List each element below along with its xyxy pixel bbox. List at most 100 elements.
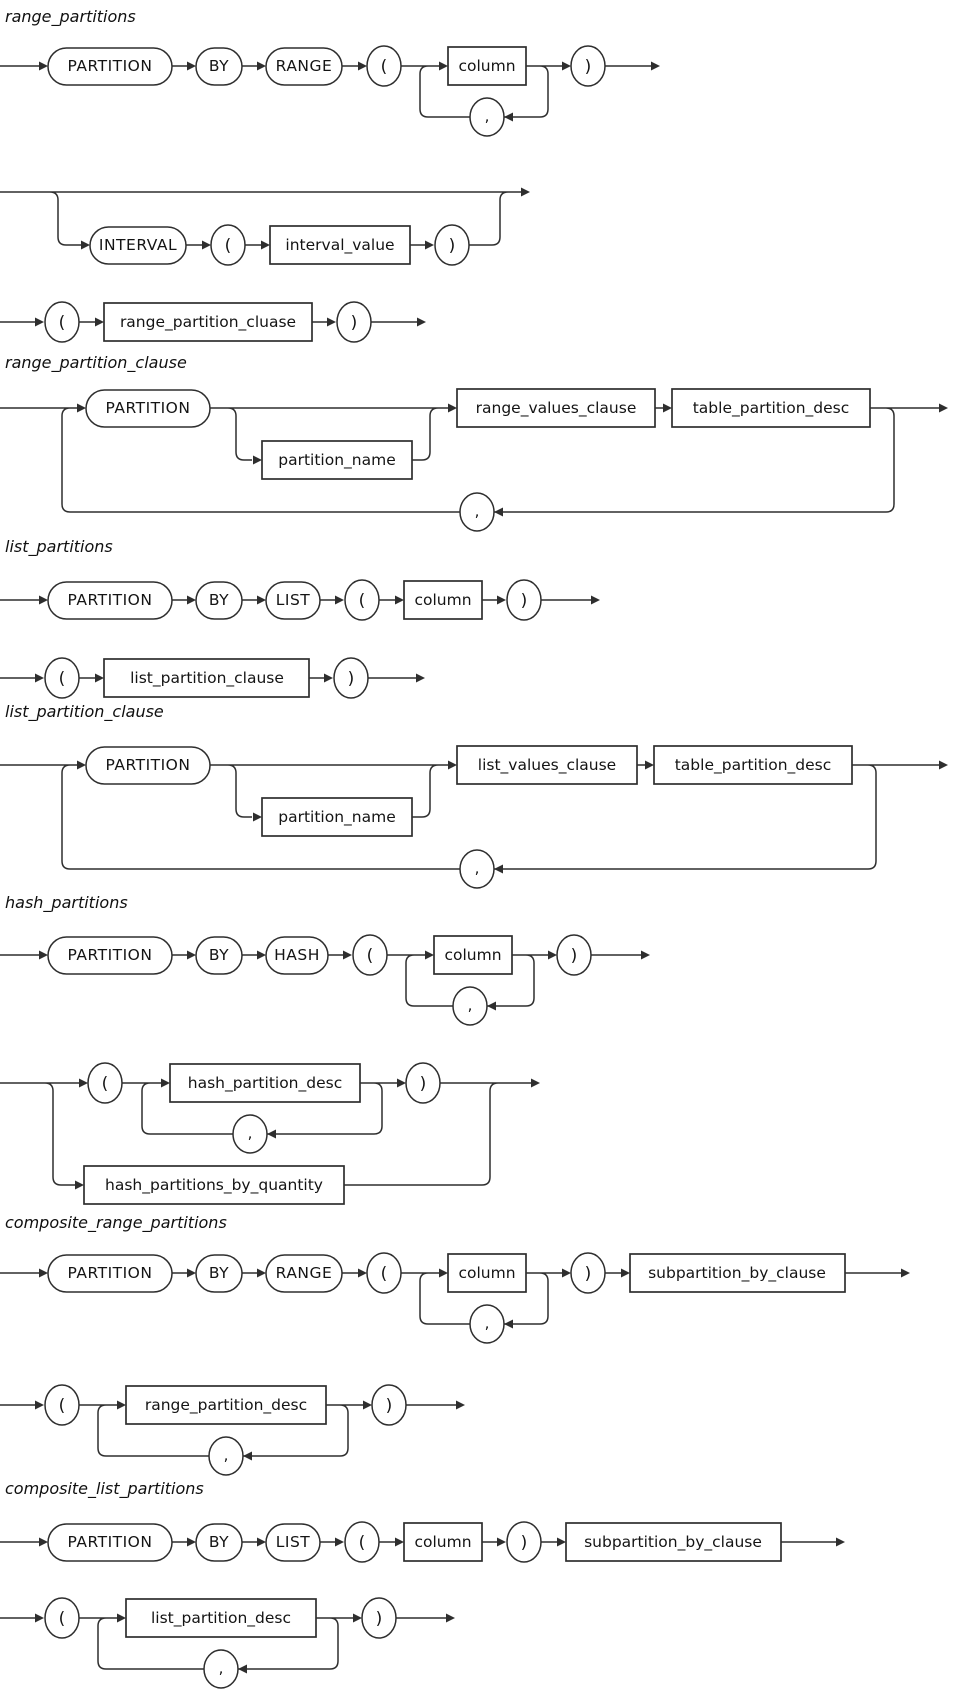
- railroad-lines: [0, 65, 651, 323]
- paren-close-circle: [570, 45, 606, 87]
- nonterminal-list-values-clause-label: list_values_clause: [478, 756, 616, 775]
- terminal-partition: [85, 389, 211, 428]
- terminal-partition-label: PARTITION: [68, 57, 153, 75]
- nonterminal-list-partition-clause: [103, 658, 310, 698]
- paren-close-label: ): [585, 1264, 592, 1284]
- nonterminal-column: [403, 580, 483, 620]
- terminal-by-label: BY: [209, 1264, 229, 1282]
- nonterminal-subpartition-by-clause: [629, 1253, 846, 1293]
- nonterminal-list-partition-desc-label: list_partition_desc: [151, 1609, 291, 1628]
- terminal-hash-label: HASH: [274, 946, 320, 964]
- railroad-lines: [0, 407, 939, 513]
- paren-open-circle: [352, 934, 388, 976]
- paren-open-circle: [344, 1521, 380, 1563]
- paren-close-label: ): [521, 1533, 528, 1553]
- nonterminal-partition-name-label: partition_name: [278, 808, 396, 827]
- nonterminal-range-values-clause-label: range_values_clause: [476, 399, 637, 418]
- terminal-partition-label: PARTITION: [68, 1533, 153, 1551]
- nonterminal-column: [433, 935, 513, 975]
- section-title-list-partitions: list_partitions: [5, 537, 113, 557]
- nonterminal-table-partition-desc: [671, 388, 871, 428]
- paren-close-circle: [405, 1062, 441, 1104]
- paren-close-label: ): [585, 57, 592, 77]
- paren-open-circle: [44, 1597, 80, 1639]
- section-title-hash-partitions: hash_partitions: [5, 893, 128, 913]
- terminal-partition-label: PARTITION: [68, 591, 153, 609]
- comma-loop-circle: [459, 849, 495, 889]
- comma-label: ,: [485, 1314, 490, 1332]
- terminal-hash: [265, 936, 329, 975]
- paren-open-circle: [344, 579, 380, 621]
- terminal-partition: [47, 1523, 173, 1562]
- terminal-range-label: RANGE: [276, 57, 333, 75]
- nonterminal-range-partition-desc: [125, 1385, 327, 1425]
- comma-loop-circle: [452, 986, 488, 1026]
- nonterminal-interval-value: [269, 225, 411, 265]
- terminal-partition: [47, 1254, 173, 1293]
- section-title-list-partition-clause: list_partition_clause: [5, 702, 164, 722]
- nonterminal-hash-partitions-by-quantity-label: hash_partitions_by_quantity: [105, 1176, 323, 1195]
- terminal-list: [265, 581, 321, 620]
- paren-open-label: (: [367, 946, 374, 966]
- railroad-lines: [0, 954, 641, 1186]
- terminal-partition: [85, 746, 211, 785]
- paren-close-label: ): [348, 669, 355, 689]
- diagram-composite-list-partitions: composite_list_partitions PARTITION BY L…: [0, 1479, 845, 1689]
- comma-loop-circle: [469, 97, 505, 137]
- terminal-partition: [47, 936, 173, 975]
- section-title-range-partitions: range_partitions: [5, 7, 136, 27]
- nonterminal-range-partition-desc-label: range_partition_desc: [145, 1396, 307, 1415]
- terminal-by-label: BY: [209, 591, 229, 609]
- terminal-partition-label: PARTITION: [106, 756, 191, 774]
- comma-label: ,: [224, 1446, 229, 1464]
- terminal-interval-label: INTERVAL: [99, 236, 177, 254]
- paren-open-circle: [44, 1384, 80, 1426]
- terminal-range: [265, 1254, 343, 1293]
- terminal-list-label: LIST: [276, 591, 311, 609]
- diagram-range-partitions: range_partitions PARTITION BY RANGE ( co…: [0, 7, 660, 343]
- diagram-list-partition-clause: list_partition_clause PARTITION partitio…: [0, 702, 948, 889]
- paren-close-circle: [333, 657, 369, 699]
- paren-open-circle: [210, 224, 246, 266]
- nonterminal-range-partition-cluase-label: range_partition_cluase: [120, 313, 296, 332]
- diagram-range-partition-clause: range_partition_clause PARTITION partiti…: [0, 353, 948, 532]
- paren-open-label: (: [359, 591, 366, 611]
- paren-close-circle: [506, 1521, 542, 1563]
- nonterminal-table-partition-desc-label: table_partition_desc: [675, 756, 832, 775]
- arrowheads: [35, 1268, 910, 1461]
- paren-open-label: (: [102, 1074, 109, 1094]
- paren-close-label: ): [420, 1074, 427, 1094]
- paren-close-circle: [361, 1597, 397, 1639]
- paren-open-label: (: [59, 313, 66, 333]
- terminal-partition: [47, 47, 173, 86]
- terminal-by-label: BY: [209, 946, 229, 964]
- nonterminal-table-partition-desc-label: table_partition_desc: [693, 399, 850, 418]
- terminal-by: [195, 47, 243, 86]
- comma-loop-circle: [208, 1436, 244, 1476]
- terminal-interval: [89, 226, 187, 265]
- nonterminal-column-label: column: [414, 1533, 471, 1551]
- comma-label: ,: [475, 859, 480, 877]
- paren-open-circle: [44, 301, 80, 343]
- comma-label: ,: [219, 1659, 224, 1677]
- paren-open-label: (: [359, 1533, 366, 1553]
- paren-close-circle: [336, 301, 372, 343]
- terminal-partition-label: PARTITION: [106, 399, 191, 417]
- paren-open-label: (: [381, 57, 388, 77]
- paren-close-label: ): [376, 1609, 383, 1629]
- paren-close-label: ): [521, 591, 528, 611]
- paren-open-circle: [366, 1252, 402, 1294]
- paren-open-circle: [44, 657, 80, 699]
- nonterminal-subpartition-by-clause-label: subpartition_by_clause: [584, 1533, 762, 1552]
- nonterminal-hash-partition-desc-label: hash_partition_desc: [188, 1074, 342, 1093]
- nonterminal-column-label: column: [458, 1264, 515, 1282]
- nonterminal-column: [447, 46, 527, 86]
- railroad-lines: [0, 599, 591, 679]
- nonterminal-partition-name-label: partition_name: [278, 451, 396, 470]
- nonterminal-list-partition-desc: [125, 1598, 317, 1638]
- paren-open-label: (: [381, 1264, 388, 1284]
- terminal-partition-label: PARTITION: [68, 946, 153, 964]
- terminal-by-label: BY: [209, 57, 229, 75]
